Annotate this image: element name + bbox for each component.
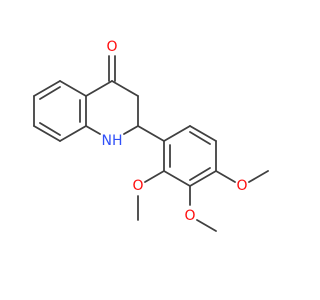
bond	[111, 80, 139, 97]
bond	[189, 170, 217, 187]
methyl-bond	[196, 219, 217, 232]
bond	[163, 170, 191, 187]
double-bond-inner	[39, 122, 61, 136]
piperidinone-ring	[85, 55, 139, 135]
amine-nh-label: NH	[102, 133, 123, 149]
bond	[33, 80, 61, 97]
bond	[85, 80, 113, 97]
trimethoxyphenyl-ring	[163, 125, 217, 187]
bond	[85, 125, 101, 135]
bond	[163, 125, 191, 142]
bond	[33, 125, 61, 142]
carbonyl-oxygen-label: O	[106, 39, 117, 55]
methoxy-groups	[137, 170, 269, 232]
bond	[144, 170, 165, 183]
aryl-link-bond	[137, 125, 165, 142]
bond	[59, 80, 87, 97]
methoxy-para-oxygen-label: O	[236, 178, 247, 194]
molecule-structure: O NH O O O	[0, 0, 300, 300]
methoxy-ortho-oxygen-label: O	[132, 178, 143, 194]
double-bond-inner	[189, 167, 211, 181]
structure-canvas: O NH O O O	[0, 0, 300, 300]
bond	[189, 125, 217, 142]
double-bond-inner	[39, 86, 61, 100]
bond	[59, 125, 87, 142]
methoxy-meta-oxygen-label: O	[184, 208, 195, 224]
methyl-bond	[248, 170, 269, 183]
double-bond-inner	[189, 131, 211, 145]
background	[0, 0, 300, 300]
benzo-ring	[33, 80, 87, 142]
bond	[215, 170, 236, 183]
bond	[123, 125, 139, 135]
